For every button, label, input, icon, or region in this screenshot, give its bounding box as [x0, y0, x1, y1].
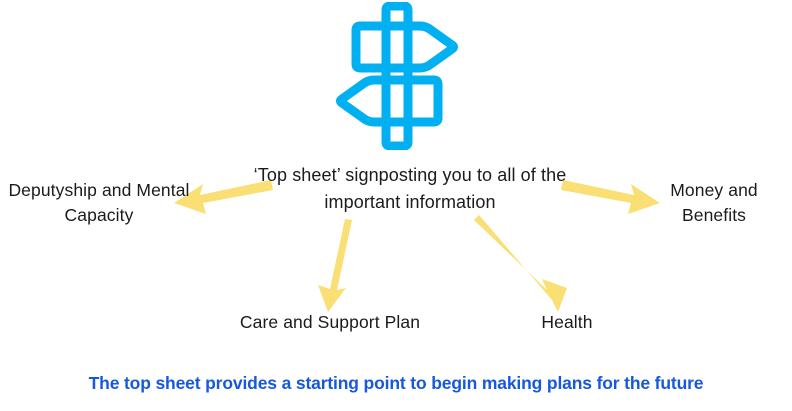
signpost-upper-board-right [351, 21, 458, 73]
bottom-strapline: The top sheet provides a starting point … [88, 373, 704, 393]
arrow-to-care [318, 219, 352, 312]
arrow-to-health [474, 215, 567, 312]
branch-label-deputyship: Deputyship and Mental Capacity [8, 180, 190, 226]
branch-label-money: Money and Benefits [670, 180, 758, 226]
signpost-lower-board-left [336, 75, 443, 127]
center-node-label: ‘Top sheet’ signposting you to all of th… [253, 165, 567, 212]
branch-label-health: Health [541, 312, 593, 332]
branch-label-care: Care and Support Plan [239, 312, 421, 332]
signpost-icon [334, 1, 466, 151]
signpost-post [381, 1, 413, 151]
